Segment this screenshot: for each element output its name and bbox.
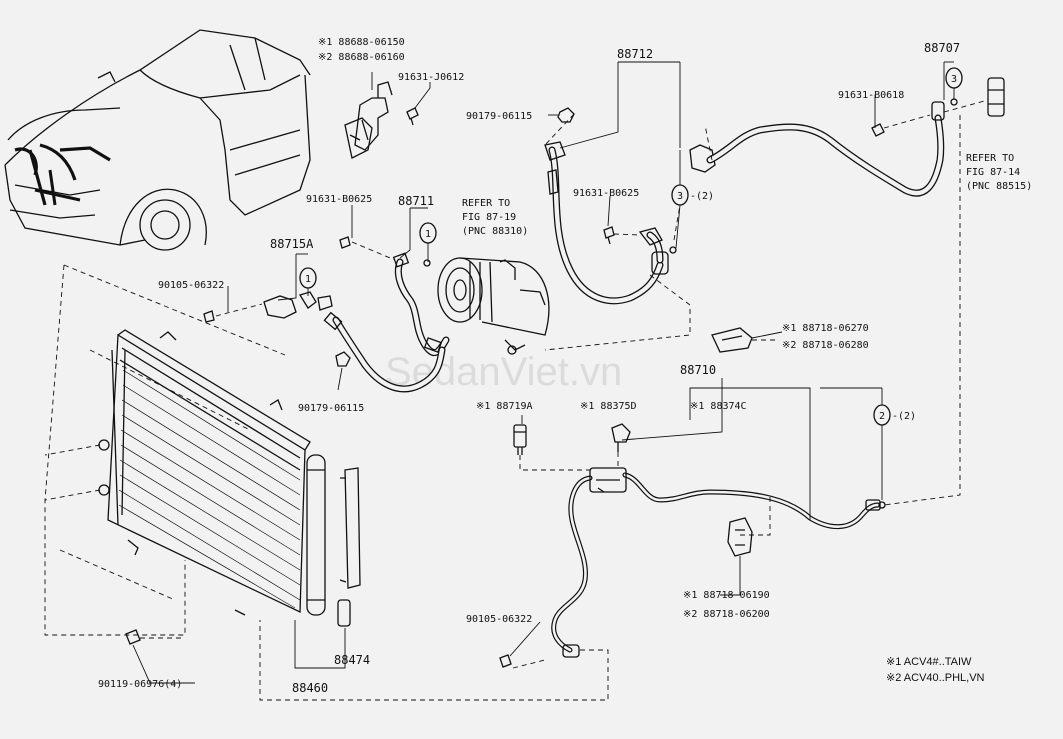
label-88375d: ※1 88375D (580, 401, 637, 412)
callout-2-qty: -(2) (892, 411, 916, 422)
callout-3a: 3 (945, 67, 963, 100)
label-88718-06190: ※1 88718-06190 (683, 590, 770, 601)
callout-3b-text: 3 (677, 191, 683, 202)
label-90119-06976: 90119-06976(4) (98, 679, 182, 690)
nut-90179-06115-b (335, 351, 351, 367)
label-88460: 88460 (292, 681, 328, 695)
callout-3a-text: 3 (951, 74, 957, 85)
bracket-88688 (344, 81, 393, 159)
refer-88515-line3: (PNC 88515) (966, 181, 1032, 192)
compressor (437, 257, 550, 355)
label-88719a: ※1 88719A (476, 401, 533, 412)
refer-88310-line3: (PNC 88310) (462, 226, 528, 237)
nut-90179-06115-a (557, 107, 575, 123)
bolt-91631-b0618 (871, 123, 885, 137)
callout-1b: 1 (299, 267, 317, 296)
hose-88707 (706, 114, 945, 197)
switch-88719a (513, 424, 527, 455)
refer-note-88310: REFER TO FIG 87-19 (PNC 88310) (462, 198, 528, 237)
label-91631-b0625-b: 91631-B0625 (306, 194, 372, 205)
legend-line-1: ※1 ACV4#..TAIW (886, 656, 972, 668)
label-88688-06150: ※1 88688-06150 (318, 37, 405, 48)
hose-fittings-88712 (544, 141, 716, 275)
desiccant-88474 (337, 467, 361, 627)
label-88718-06200: ※2 88718-06200 (683, 609, 770, 620)
refer-88515-line2: FIG 87-14 (966, 167, 1020, 178)
label-88718-06280: ※2 88718-06280 (782, 340, 869, 351)
label-88710: 88710 (680, 363, 716, 377)
bolt-90119-06976 (125, 629, 141, 645)
callout-2: 2 -(2) (873, 388, 916, 500)
condenser-88460 (98, 329, 311, 616)
label-90105-06322-b: 90105-06322 (466, 614, 532, 625)
label-88715a: 88715A (270, 237, 314, 251)
label-90179-06115-a: 90179-06115 (466, 111, 532, 122)
callout-2-text: 2 (879, 411, 885, 422)
watermark: SedanViet.vn (385, 350, 622, 394)
legend-line-2: ※2 ACV40..PHL,VN (886, 672, 985, 684)
label-88474: 88474 (334, 653, 370, 667)
bolt-91631-j0612 (406, 107, 419, 126)
label-91631-b0618: 91631-B0618 (838, 90, 904, 101)
refer-88310-line1: REFER TO (462, 198, 510, 209)
part-labels: ※1 88688-06150 ※2 88688-06160 91631-J061… (98, 37, 960, 695)
clamp-88718-06190 (727, 517, 753, 557)
refer-88515-line1: REFER TO (966, 153, 1014, 164)
bolt-91631-b0625-a (603, 226, 615, 245)
clamp-88718-06270 (711, 327, 753, 353)
bolt-90105-06322-a (203, 310, 215, 323)
bolt-90105-06322-b (499, 654, 512, 668)
callout-3b: 3 -(2) (671, 150, 714, 249)
fitting-88715a (263, 291, 333, 319)
dashed-guides (44, 99, 989, 701)
label-88711: 88711 (398, 194, 434, 208)
callout-3b-qty: -(2) (690, 191, 714, 202)
label-88374c: ※1 88374C (690, 401, 747, 412)
hose-fittings-88711 (323, 252, 443, 353)
callout-1a-text: 1 (425, 229, 431, 240)
label-91631-j0612: 91631-J0612 (398, 72, 464, 83)
pipe-88710 (551, 472, 881, 653)
leader-lines (132, 61, 954, 684)
expansion-valve (987, 77, 1005, 117)
bolt-91631-b0625-b (339, 236, 351, 249)
pipe-fittings-88710 (562, 467, 886, 658)
valve-88375d (611, 423, 631, 452)
label-88712: 88712 (617, 47, 653, 61)
label-90179-06115-b: 90179-06115 (298, 403, 364, 414)
label-88718-06270: ※1 88718-06270 (782, 323, 869, 334)
label-91631-b0625-a: 91631-B0625 (573, 188, 639, 199)
callout-1b-text: 1 (305, 274, 311, 285)
legend: ※1 ACV4#..TAIW ※2 ACV40..PHL,VN (886, 656, 985, 684)
label-88688-06160: ※2 88688-06160 (318, 52, 405, 63)
callout-1a: 1 (419, 222, 437, 262)
vehicle-illustration (4, 29, 311, 251)
label-88707: 88707 (924, 41, 960, 55)
hose-88712 (548, 146, 664, 305)
label-90105-06322-a: 90105-06322 (158, 280, 224, 291)
refer-note-88515: REFER TO FIG 87-14 (PNC 88515) (966, 153, 1032, 192)
receiver-tube (306, 454, 326, 616)
refer-88310-line2: FIG 87-19 (462, 212, 516, 223)
